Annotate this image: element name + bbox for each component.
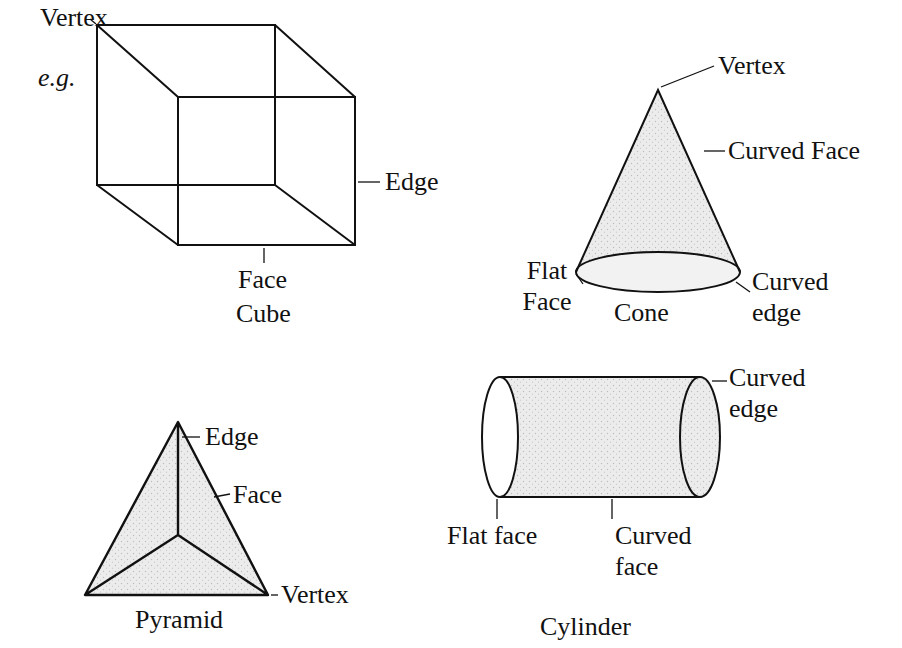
part-label: Vertex: [40, 2, 108, 33]
leader-line: [182, 436, 200, 437]
leader-line: [661, 66, 714, 87]
example-note: e.g.: [38, 62, 76, 93]
part-label: Edge: [385, 166, 438, 197]
cylinder-sides: [500, 377, 700, 497]
part-label: Flat face: [447, 520, 537, 551]
part-label: Curved Face: [728, 135, 860, 166]
cone-base: [576, 252, 740, 292]
part-label: Cube: [236, 298, 291, 329]
part-label: Curved edge: [752, 266, 852, 328]
leader-line: [576, 274, 583, 284]
part-label: Curved face: [615, 520, 711, 582]
leader-line: [271, 594, 278, 595]
cylinder-body: [500, 377, 700, 497]
part-label: Edge: [205, 421, 258, 452]
part-label: Flat Face: [512, 255, 582, 317]
leader-line: [736, 282, 750, 292]
leader-line: [496, 499, 497, 519]
cube-front-face: [178, 97, 355, 245]
leader-lines: [497, 381, 727, 519]
part-label: Vertex: [281, 579, 349, 610]
leader-line: [358, 181, 380, 182]
cylinder-body: [700, 377, 720, 497]
leader-lines: [182, 437, 278, 595]
part-label: Vertex: [718, 50, 786, 81]
part-label: Cylinder: [540, 611, 631, 642]
part-label: Cone: [614, 297, 669, 328]
cone-body: [576, 90, 740, 292]
leader-line: [712, 380, 727, 381]
cylinder-curved-edge: [680, 377, 720, 497]
leader-line: [263, 248, 264, 263]
leader-line: [704, 150, 725, 151]
leader-lines: [576, 66, 750, 292]
cone-sides: [576, 90, 740, 272]
cube-figure: [97, 25, 355, 245]
leader-line: [214, 494, 230, 497]
cylinder-figure: [482, 377, 720, 497]
part-label: Pyramid: [135, 604, 223, 635]
leader-lines: [90, 19, 380, 263]
leader-line: [611, 499, 612, 519]
part-label: Face: [238, 264, 287, 295]
cube-edges: [97, 25, 355, 245]
part-label: Curved edge: [729, 362, 833, 424]
cone-figure: [576, 90, 740, 292]
part-label: Face: [233, 479, 282, 510]
cylinder-flat-face: [482, 377, 518, 497]
